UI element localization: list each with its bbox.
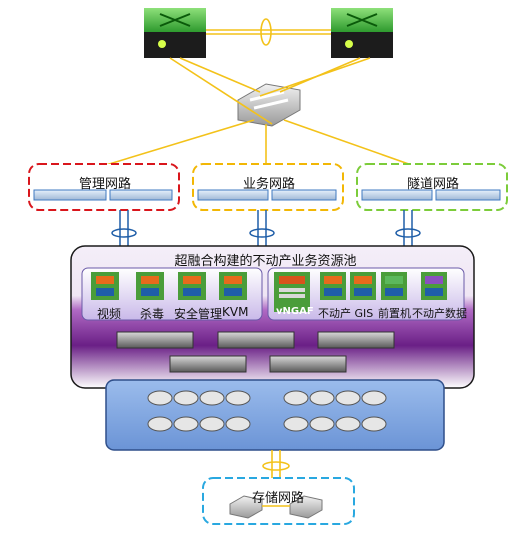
vm-security-icon <box>178 272 206 300</box>
storage-network-label: 存储网路 <box>252 491 305 506</box>
vngaf-label: vNGAF <box>276 306 314 317</box>
vm-gis-icon-1 <box>320 272 346 300</box>
vm-kvm-label: KVM <box>222 305 249 319</box>
vm-security-label: 安全管理 <box>174 307 223 321</box>
storage-network <box>202 477 355 525</box>
pool-links <box>111 210 421 250</box>
storage-pool <box>105 379 445 451</box>
router-icon <box>237 83 301 127</box>
core-switch-right <box>331 8 393 58</box>
vm-database-label: 不动产数据 <box>412 307 467 320</box>
vm-kvm-icon <box>219 272 247 300</box>
vm-gis-icon-2 <box>350 272 376 300</box>
vm-gis-label: 不动产 GIS <box>318 307 374 320</box>
management-network <box>28 163 180 211</box>
vm-video-label: 视频 <box>97 307 122 321</box>
disk-icons <box>147 390 387 432</box>
vm-icons <box>91 272 447 312</box>
tunnel-network <box>356 163 508 211</box>
vm-frontend-icon <box>381 272 407 300</box>
uplinks <box>95 57 421 169</box>
management-network-label: 管理网路 <box>79 177 132 192</box>
vm-database-icon <box>421 272 447 300</box>
core-switch-left <box>144 8 206 58</box>
vm-video-icon <box>91 272 119 300</box>
resource-pool-title: 超融合构建的不动产业务资源池 <box>174 254 357 269</box>
vm-frontend-label: 前置机 <box>378 307 411 320</box>
stack-link <box>206 18 331 46</box>
business-network <box>192 163 344 211</box>
vngaf-icon <box>274 272 310 312</box>
vm-antivirus-icon <box>136 272 164 300</box>
tunnel-network-label: 隧道网路 <box>407 177 460 192</box>
storage-link <box>262 450 290 482</box>
servers <box>116 331 395 373</box>
business-network-label: 业务网路 <box>243 177 296 192</box>
vm-antivirus-label: 杀毒 <box>140 307 165 321</box>
